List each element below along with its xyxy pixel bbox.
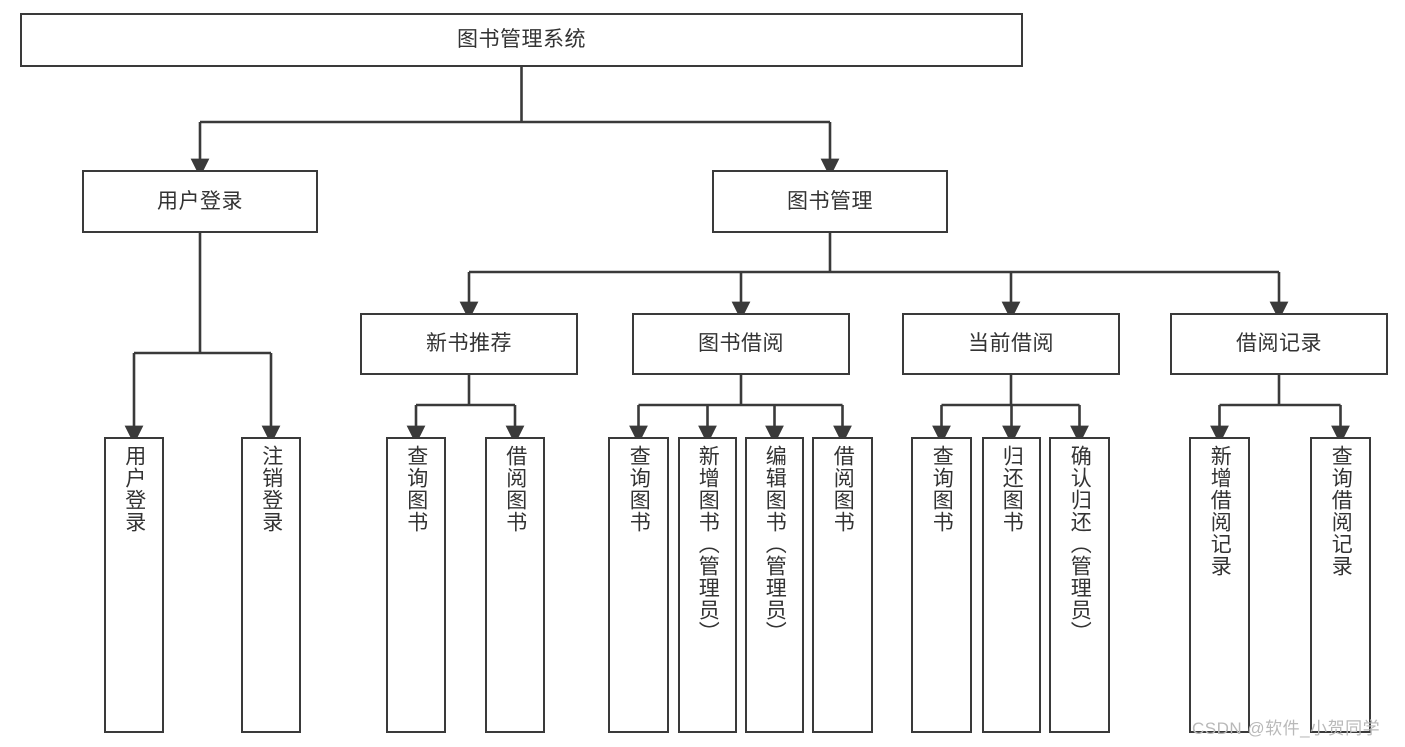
node-leaf-add-record[interactable]: 新增借阅记录 bbox=[1189, 437, 1250, 733]
node-label: 确认归还（管理员） bbox=[1068, 445, 1092, 643]
node-leaf-query-book-3[interactable]: 查询图书 bbox=[911, 437, 972, 733]
node-label: 查询图书 bbox=[627, 445, 651, 533]
node-label: 新增图书（管理员） bbox=[696, 445, 720, 643]
node-new-book-rec[interactable]: 新书推荐 bbox=[360, 313, 578, 375]
node-label: 注销登录 bbox=[259, 445, 283, 533]
node-user-login[interactable]: 用户登录 bbox=[82, 170, 318, 233]
csdn-watermark: CSDN @软件_小贺同学 bbox=[1192, 719, 1381, 738]
node-label: 查询借阅记录 bbox=[1329, 445, 1353, 577]
node-label: 用户登录 bbox=[157, 189, 243, 213]
node-leaf-borrow-book-2[interactable]: 借阅图书 bbox=[812, 437, 873, 733]
node-borrow-record[interactable]: 借阅记录 bbox=[1170, 313, 1388, 375]
node-label: 用户登录 bbox=[122, 445, 146, 533]
node-leaf-borrow-book-1[interactable]: 借阅图书 bbox=[485, 437, 545, 733]
node-leaf-user-login[interactable]: 用户登录 bbox=[104, 437, 164, 733]
node-leaf-return-book[interactable]: 归还图书 bbox=[982, 437, 1041, 733]
node-leaf-logout[interactable]: 注销登录 bbox=[241, 437, 301, 733]
node-label: 查询图书 bbox=[404, 445, 428, 533]
node-label: 新书推荐 bbox=[426, 332, 512, 356]
node-leaf-query-book-2[interactable]: 查询图书 bbox=[608, 437, 669, 733]
node-label: 编辑图书（管理员） bbox=[763, 445, 787, 643]
node-leaf-confirm-return[interactable]: 确认归还（管理员） bbox=[1049, 437, 1110, 733]
node-label: 查询图书 bbox=[930, 445, 954, 533]
node-label: 当前借阅 bbox=[968, 332, 1054, 356]
node-label: 图书管理 bbox=[787, 189, 873, 213]
node-label: 借阅图书 bbox=[831, 445, 855, 533]
node-leaf-query-book-1[interactable]: 查询图书 bbox=[386, 437, 446, 733]
node-leaf-add-book[interactable]: 新增图书（管理员） bbox=[678, 437, 737, 733]
node-root[interactable]: 图书管理系统 bbox=[20, 13, 1023, 67]
node-label: 借阅图书 bbox=[503, 445, 527, 533]
node-current-borrow[interactable]: 当前借阅 bbox=[902, 313, 1120, 375]
node-book-manage[interactable]: 图书管理 bbox=[712, 170, 948, 233]
node-leaf-edit-book[interactable]: 编辑图书（管理员） bbox=[745, 437, 804, 733]
node-label: 图书管理系统 bbox=[457, 28, 586, 52]
node-label: 新增借阅记录 bbox=[1208, 445, 1232, 577]
node-label: 图书借阅 bbox=[698, 332, 784, 356]
node-label: 归还图书 bbox=[1000, 445, 1024, 533]
node-book-borrow[interactable]: 图书借阅 bbox=[632, 313, 850, 375]
node-leaf-query-record[interactable]: 查询借阅记录 bbox=[1310, 437, 1371, 733]
edge-path-group bbox=[124, 67, 1350, 445]
node-label: 借阅记录 bbox=[1236, 332, 1322, 356]
